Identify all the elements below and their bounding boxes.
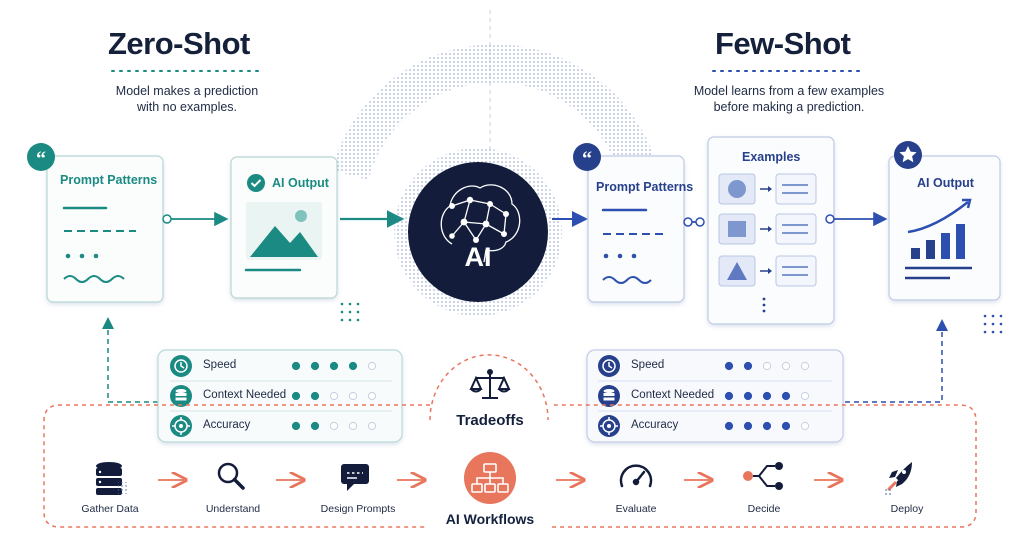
- few-rating-dot: [800, 361, 810, 371]
- few-rating-dot: [762, 391, 772, 401]
- zero-rating-dot: [310, 361, 320, 371]
- workflow-frame: [43, 404, 977, 528]
- few-output-card-title: AI Output: [917, 176, 974, 190]
- step-evaluate: Evaluate: [615, 503, 657, 515]
- svg-text:“: “: [36, 148, 46, 170]
- ai-workflows-label: AI Workflows: [445, 511, 535, 527]
- few-rating-dot: [743, 361, 753, 371]
- few-prompt-lines: [601, 208, 666, 284]
- zero-rating-dot: [310, 421, 320, 431]
- scales-icon: [469, 369, 511, 399]
- few-rating-dot: [762, 421, 772, 431]
- stipple-arc: [331, 44, 659, 181]
- zero-rating-dot: [329, 391, 339, 401]
- magnifier-icon: [217, 462, 245, 490]
- few-metrics-panel: [586, 349, 844, 443]
- few-rating-dot: [724, 361, 734, 371]
- zero-prompt-card-title: Prompt Patterns: [60, 173, 158, 187]
- few-shot-subtitle: Model learns from a few examples before …: [693, 84, 885, 114]
- zero-rating-dot: [291, 391, 301, 401]
- zero-prompt-card: [46, 155, 164, 303]
- zero-prompt-lines: [62, 206, 136, 283]
- few-rating-dot: [743, 421, 753, 431]
- tradeoffs-label: Tradeoffs: [456, 412, 524, 429]
- zero-rating-dot: [367, 421, 377, 431]
- few-rating-dot: [781, 421, 791, 431]
- few-shot-title: Few-Shot: [715, 26, 851, 61]
- star-icon: [894, 141, 922, 169]
- few-dot-grid: [983, 314, 1003, 334]
- few-prompt-card-title: Prompt Patterns: [596, 180, 694, 194]
- zero-return-arrow: [102, 317, 158, 403]
- step-design-prompts: Design Prompts: [320, 503, 396, 515]
- few-rating-dot: [724, 391, 734, 401]
- zero-rating-dots: [291, 361, 377, 431]
- few-rating-dot: [762, 361, 772, 371]
- few-return-arrow: [845, 319, 948, 403]
- zero-rating-dot: [291, 361, 301, 371]
- step-gather-data: Gather Data: [81, 503, 139, 515]
- few-metric-icons: [598, 355, 620, 437]
- few-rating-dot: [743, 391, 753, 401]
- zero-metric-icons: [170, 355, 192, 437]
- few-rating-dots: [724, 361, 810, 431]
- zero-rating-dot: [367, 361, 377, 371]
- step-deploy: Deploy: [890, 503, 924, 515]
- few-rating-dot: [800, 421, 810, 431]
- step-understand: Understand: [205, 503, 261, 515]
- database-icon: [96, 462, 128, 495]
- zero-rating-dot: [291, 421, 301, 431]
- chat-icon: [341, 464, 369, 491]
- zero-shot-title: Zero-Shot: [108, 26, 250, 61]
- rocket-icon: [884, 462, 912, 495]
- step-decide: Decide: [747, 503, 781, 515]
- zero-rating-dot: [329, 361, 339, 371]
- zero-rating-dot: [348, 391, 358, 401]
- zero-check-icon: [247, 174, 265, 192]
- zero-metric-speed: Speed: [203, 359, 237, 371]
- bar-chart-icon: [905, 198, 972, 280]
- zero-rating-dot: [329, 421, 339, 431]
- few-quote-icon: “: [573, 143, 601, 171]
- few-metric-accuracy: Accuracy: [631, 419, 679, 431]
- brain-nodes: [449, 196, 509, 243]
- few-rating-dot: [724, 421, 734, 431]
- few-rating-dot: [781, 391, 791, 401]
- zero-rating-dot: [367, 391, 377, 401]
- few-prompt-card: [587, 155, 685, 303]
- zero-rating-dot: [310, 391, 320, 401]
- workflow-hub: [464, 452, 516, 504]
- zero-metric-accuracy: Accuracy: [203, 419, 251, 431]
- few-output-card: [888, 155, 1001, 301]
- tradeoffs-circle: [429, 354, 549, 421]
- few-metric-context: Context Needed: [631, 389, 715, 401]
- zero-rating-dot: [348, 361, 358, 371]
- few-metric-speed: Speed: [631, 359, 665, 371]
- brain-icon: [440, 184, 521, 263]
- zero-output-image: [244, 202, 322, 272]
- ai-circle: [408, 162, 548, 302]
- few-rating-dot: [800, 391, 810, 401]
- zero-quote-icon: “: [27, 143, 55, 171]
- few-rating-dot: [781, 361, 791, 371]
- zero-output-card-title: AI Output: [272, 176, 329, 190]
- ai-label: AI: [464, 242, 492, 272]
- branch-icon: [743, 462, 783, 490]
- gauge-icon: [619, 464, 653, 488]
- zero-dot-grid: [340, 302, 360, 322]
- examples-card-title: Examples: [742, 150, 801, 164]
- zero-metric-context: Context Needed: [203, 389, 287, 401]
- examples-rows: [718, 173, 817, 313]
- svg-text:“: “: [582, 148, 592, 170]
- zero-shot-subtitle: Model makes a prediction with no example…: [115, 84, 259, 114]
- zero-rating-dot: [348, 421, 358, 431]
- zero-metrics-panel: [157, 349, 403, 443]
